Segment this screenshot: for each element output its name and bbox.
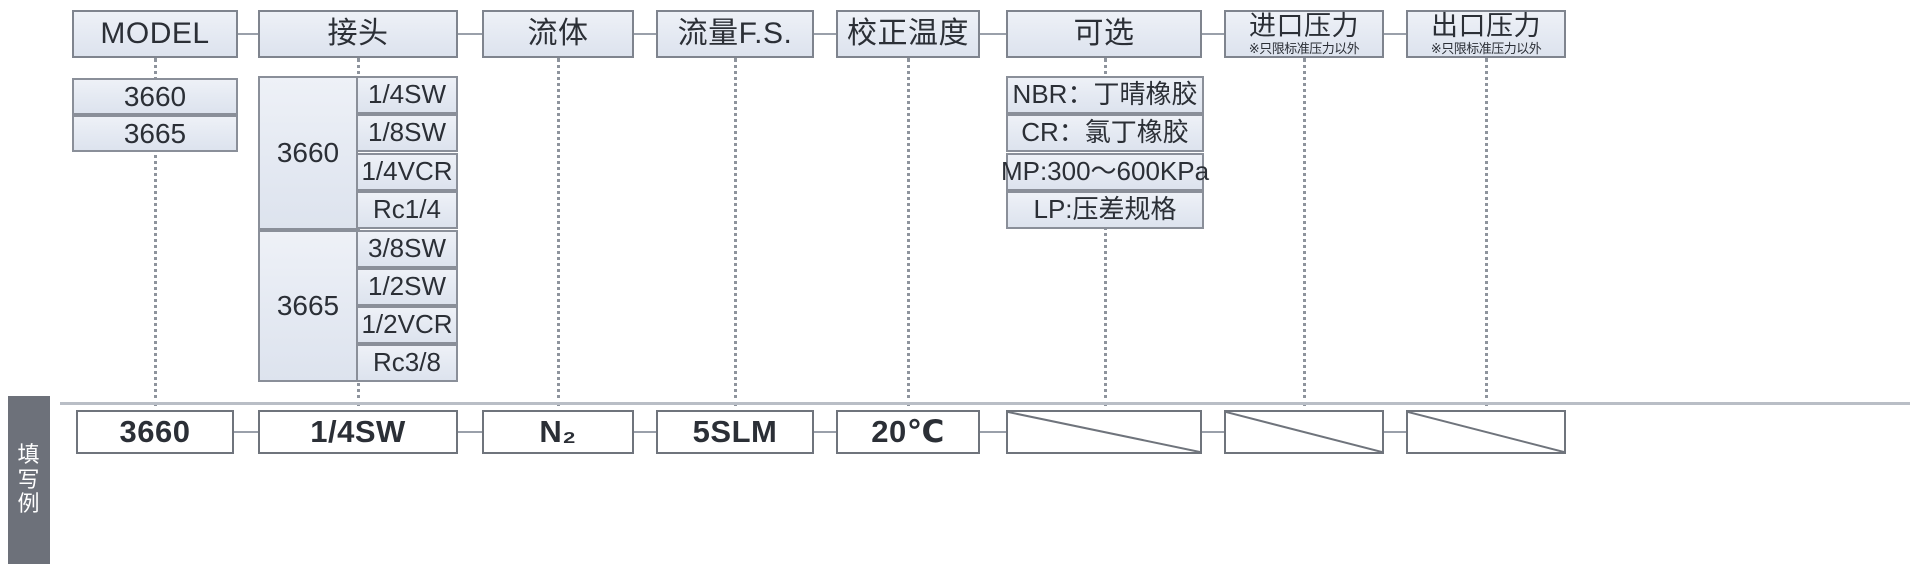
example-row-tab-char-3: 例 [17,491,41,517]
example-row-tab: 填 写 例 [8,396,50,564]
example-cell-fluid[interactable]: N₂ [482,410,634,454]
fitting-option-5[interactable]: 3/8SW [356,230,458,268]
dotted-connector-fluid [557,58,560,406]
fitting-group-3665-label: 3665 [276,290,340,322]
fitting-option-1-label: 1/4SW [367,79,447,110]
header-connector-7 [1384,33,1406,35]
dotted-connector-optional [1104,58,1107,406]
header-optional-label: 可选 [1073,17,1135,50]
optional-item-lp[interactable]: LP:压差规格 [1006,191,1204,229]
fitting-option-2-label: 1/8SW [367,117,447,148]
fitting-option-1[interactable]: 1/4SW [356,76,458,114]
fitting-option-6[interactable]: 1/2SW [356,268,458,306]
example-connector-7 [1384,431,1406,433]
fitting-option-7-label: 1/2VCR [361,309,453,340]
fitting-group-3660-label: 3660 [276,137,340,169]
header-outlet-pressure-label: 出口压力 [1431,10,1541,41]
fitting-option-8-label: Rc3/8 [373,347,441,378]
optional-item-mp[interactable]: MP:300〜600KPa [1001,153,1209,191]
header-optional[interactable]: 可选 [1006,10,1202,58]
header-model-label: MODEL [100,17,210,50]
example-cell-model-value: 3660 [119,414,191,449]
fitting-option-3-label: 1/4VCR [361,156,453,187]
dotted-connector-model [154,58,157,406]
header-outlet-pressure-note: ※只限标准压力以外 [1430,40,1542,56]
optional-item-nbr-label: NBR：丁晴橡胶 [1012,79,1198,110]
example-cell-flowrate[interactable]: 5SLM [656,410,814,454]
example-cell-fluid-value: N₂ [539,414,577,449]
fitting-option-6-label: 1/2SW [367,271,447,302]
diagonal-slash-icon [1008,412,1200,452]
example-connector-1 [234,431,258,433]
header-flowrate[interactable]: 流量F.S. [656,10,814,58]
header-calibration-temp-label: 校正温度 [847,17,969,50]
fitting-option-3[interactable]: 1/4VCR [356,153,458,191]
example-cell-inlet-pressure[interactable] [1224,410,1384,454]
example-connector-2 [458,431,482,433]
example-connector-4 [814,431,836,433]
example-connector-3 [634,431,656,433]
header-connector-6 [1202,33,1224,35]
header-fitting-label: 接头 [327,17,389,50]
example-row-rail [60,402,1910,405]
header-fluid-label: 流体 [527,17,589,50]
header-connector-1 [238,33,258,35]
header-inlet-pressure[interactable]: 进口压力 ※只限标准压力以外 [1224,10,1384,58]
dotted-connector-flowrate [734,58,737,406]
example-cell-optional[interactable] [1006,410,1202,454]
fitting-group-3660: 3660 [258,76,358,230]
fitting-option-5-label: 3/8SW [367,233,447,264]
example-cell-model[interactable]: 3660 [76,410,234,454]
example-cell-flowrate-value: 5SLM [692,414,778,449]
model-option-3665-label: 3665 [123,117,187,149]
header-model[interactable]: MODEL [72,10,238,58]
fitting-option-4[interactable]: Rc1/4 [356,191,458,229]
example-connector-5 [980,431,1006,433]
fitting-group-3665: 3665 [258,230,358,382]
model-option-3660[interactable]: 3660 [72,78,238,115]
example-connector-6 [1202,431,1224,433]
header-connector-2 [458,33,482,35]
fitting-option-8[interactable]: Rc3/8 [356,344,458,382]
example-cell-temp[interactable]: 20℃ [836,410,980,454]
example-row-tab-char-2: 写 [17,466,41,492]
example-cell-fitting-value: 1/4SW [310,414,406,449]
header-connector-4 [814,33,836,35]
diagonal-slash-icon [1226,412,1382,452]
optional-item-lp-label: LP:压差规格 [1033,194,1177,225]
dotted-connector-inlet [1303,58,1306,406]
example-row-tab-char-1: 填 [17,442,41,468]
model-option-3660-label: 3660 [123,80,187,112]
example-cell-fitting[interactable]: 1/4SW [258,410,458,454]
fitting-option-7[interactable]: 1/2VCR [356,306,458,344]
header-fluid[interactable]: 流体 [482,10,634,58]
dotted-connector-outlet [1485,58,1488,406]
optional-item-mp-label: MP:300〜600KPa [1000,156,1210,187]
header-connector-5 [980,33,1006,35]
header-outlet-pressure[interactable]: 出口压力 ※只限标准压力以外 [1406,10,1566,58]
optional-item-cr[interactable]: CR：氯丁橡胶 [1006,114,1204,152]
header-fitting[interactable]: 接头 [258,10,458,58]
header-calibration-temp[interactable]: 校正温度 [836,10,980,58]
header-inlet-pressure-label: 进口压力 [1249,10,1359,41]
fitting-option-4-label: Rc1/4 [373,194,441,225]
header-inlet-pressure-note: ※只限标准压力以外 [1248,40,1360,56]
header-connector-3 [634,33,656,35]
optional-item-cr-label: CR：氯丁橡胶 [1021,117,1189,148]
dotted-connector-temp [907,58,910,406]
diagonal-slash-icon [1408,412,1564,452]
fitting-option-2[interactable]: 1/8SW [356,114,458,152]
model-option-3665[interactable]: 3665 [72,115,238,152]
header-flowrate-label: 流量F.S. [677,17,793,50]
example-cell-outlet-pressure[interactable] [1406,410,1566,454]
optional-item-nbr[interactable]: NBR：丁晴橡胶 [1006,76,1204,114]
example-cell-temp-value: 20℃ [871,414,945,449]
